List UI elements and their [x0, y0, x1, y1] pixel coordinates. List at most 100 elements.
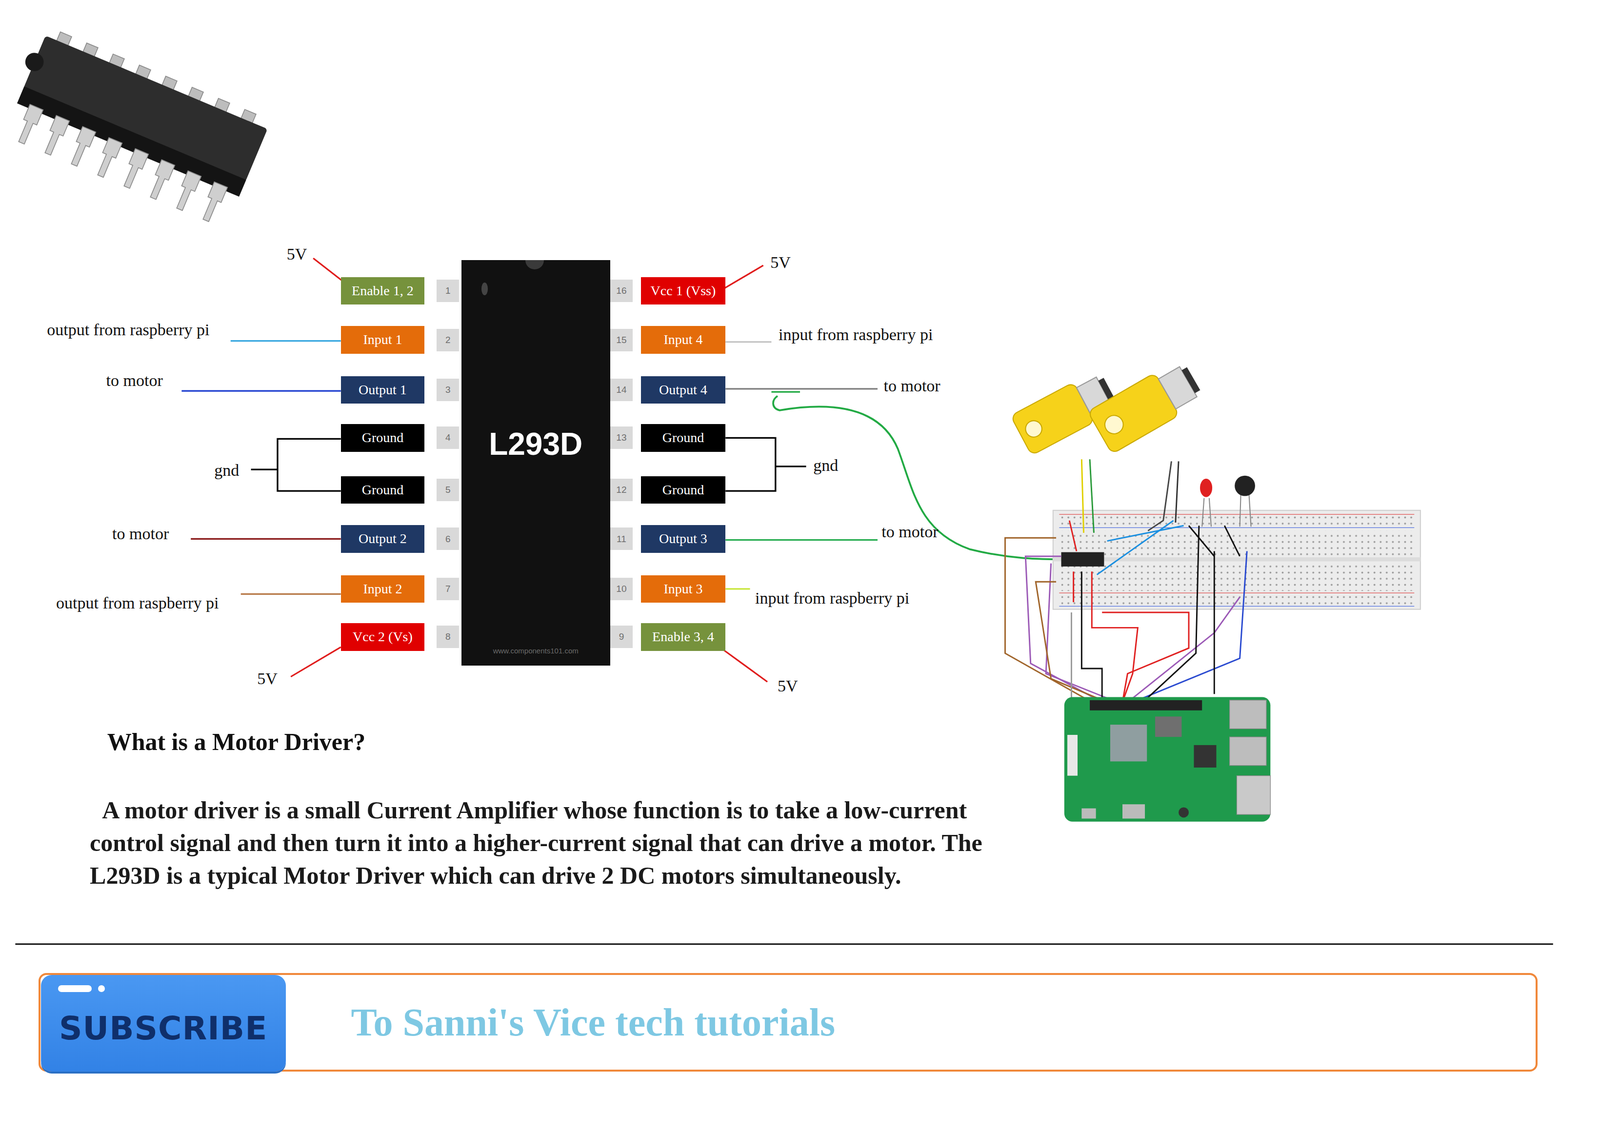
annotation-label: to motor: [883, 376, 941, 396]
pin1-dot: [481, 282, 488, 295]
annotation-label: gnd: [813, 455, 839, 475]
pin-number-text: 13: [616, 432, 627, 443]
pin-number-text: 16: [616, 285, 627, 297]
annotation-label: 5V: [777, 676, 799, 696]
wire: [1004, 459, 1247, 702]
pin-number-text: 15: [616, 334, 627, 346]
pin-number-text: 10: [616, 583, 627, 595]
pin-label: Output 3: [640, 524, 726, 553]
gnd-bracket: [725, 437, 776, 491]
leader-line: [725, 340, 772, 343]
gnd-bracket: [251, 468, 278, 470]
pin-number: 16: [610, 279, 633, 302]
pin-number: 7: [436, 577, 460, 600]
pin-number: 11: [610, 527, 633, 550]
pin-label-text: Output 3: [659, 530, 708, 547]
pin-number-text: 7: [445, 583, 451, 595]
pin-label: Ground: [640, 476, 726, 504]
pin-number-text: 3: [445, 384, 451, 396]
pin-label: Vcc 1 (Vss): [640, 277, 726, 305]
pin-label: Output 4: [640, 376, 726, 404]
annotation-label: to motor: [112, 523, 169, 543]
chip-body: L293D www.components101.com: [461, 260, 611, 665]
annotation-label: output from raspberry pi: [56, 593, 219, 613]
wire: [771, 391, 800, 393]
pin-label: Output 1: [340, 376, 425, 404]
pin-label-text: Enable 1, 2: [351, 282, 414, 299]
pin-number-text: 9: [619, 631, 625, 642]
pin-number-text: 12: [616, 484, 627, 496]
annotation-holder: 5V: [257, 669, 278, 689]
button-highlight: [58, 984, 92, 993]
pin-label-text: Input 4: [663, 331, 703, 348]
pin-label-text: Vcc 1 (Vss): [650, 282, 717, 299]
leader-line: [240, 593, 341, 595]
annotation-holder: output from raspberry pi: [56, 593, 219, 613]
leader-line: [181, 390, 341, 392]
pin-label: Ground: [340, 476, 425, 504]
annotation-holder: to motor: [106, 371, 163, 391]
annotation-label: input from raspberry pi: [778, 325, 933, 345]
chip-notch: [525, 260, 544, 270]
heading: What is a Motor Driver?: [107, 727, 366, 757]
annotation-holder: gnd: [813, 455, 839, 475]
subscribe-button-text: SUBSCRIBE: [59, 1009, 268, 1047]
annotation-label: to motor: [881, 521, 939, 541]
buzzer: [1234, 475, 1256, 497]
gear-motor: [1087, 357, 1206, 455]
leader-line: [725, 387, 878, 390]
subscribe-banner-text: To Sanni's Vice tech tutorials: [350, 999, 836, 1045]
pin-number: 10: [610, 577, 633, 600]
pin-label-text: Ground: [361, 481, 404, 498]
pin-number-text: 4: [445, 432, 451, 443]
annotation-label: input from raspberry pi: [755, 588, 910, 608]
pin-label: Enable 3, 4: [640, 622, 726, 651]
annotation-holder: 5V: [770, 252, 791, 272]
breadboard: [1053, 510, 1421, 610]
pin-label-text: Output 2: [358, 530, 407, 547]
pin-label: Ground: [640, 423, 726, 452]
pin-label-text: Output 1: [358, 381, 407, 398]
leader-line: [723, 265, 764, 289]
pin-label-text: Input 1: [362, 331, 402, 348]
button-highlight: [98, 984, 106, 993]
annotation-holder: input from raspberry pi: [755, 588, 910, 608]
annotation-label: output from raspberry pi: [46, 320, 210, 340]
annotation-holder: gnd: [214, 460, 240, 480]
pin-label: Vcc 2 (Vs): [340, 622, 425, 651]
annotation-holder: to motor: [881, 521, 939, 541]
chip-body-text: www.components101.com: [493, 646, 579, 655]
gnd-bracket: [775, 465, 807, 467]
pin-number-text: 6: [445, 533, 451, 545]
pin-number: 12: [610, 478, 633, 501]
annotation-holder: output from raspberry pi: [46, 320, 210, 340]
pin-number: 8: [436, 625, 460, 648]
pin-number: 5: [436, 478, 460, 501]
annotation-holder: input from raspberry pi: [778, 325, 933, 345]
leader-line: [725, 539, 878, 541]
pin-label: Input 4: [640, 325, 726, 354]
pin-label-text: Enable 3, 4: [652, 628, 715, 645]
annotation-holder: 5V: [286, 244, 308, 264]
pin-label: Ground: [340, 423, 425, 452]
leader-line: [725, 587, 750, 590]
gnd-bracket: [277, 438, 341, 491]
pin-number: 6: [436, 527, 460, 550]
pin-number-text: 8: [445, 631, 451, 642]
pin-number: 15: [610, 328, 633, 352]
pin-label-text: Input 2: [362, 580, 402, 597]
pin-label: Input 2: [340, 575, 425, 603]
pin-label-text: Ground: [662, 429, 705, 446]
heading-text: What is a Motor Driver?: [107, 727, 366, 757]
chip-body-text: L293D: [488, 426, 583, 463]
annotation-label: 5V: [286, 244, 308, 264]
pin-number-text: 14: [616, 384, 627, 396]
led: [1200, 478, 1213, 498]
pin-label-text: Input 3: [663, 580, 703, 597]
pin-label: Input 3: [640, 575, 726, 603]
pin-label: Output 2: [340, 524, 425, 553]
pin-label-text: Ground: [361, 429, 404, 446]
